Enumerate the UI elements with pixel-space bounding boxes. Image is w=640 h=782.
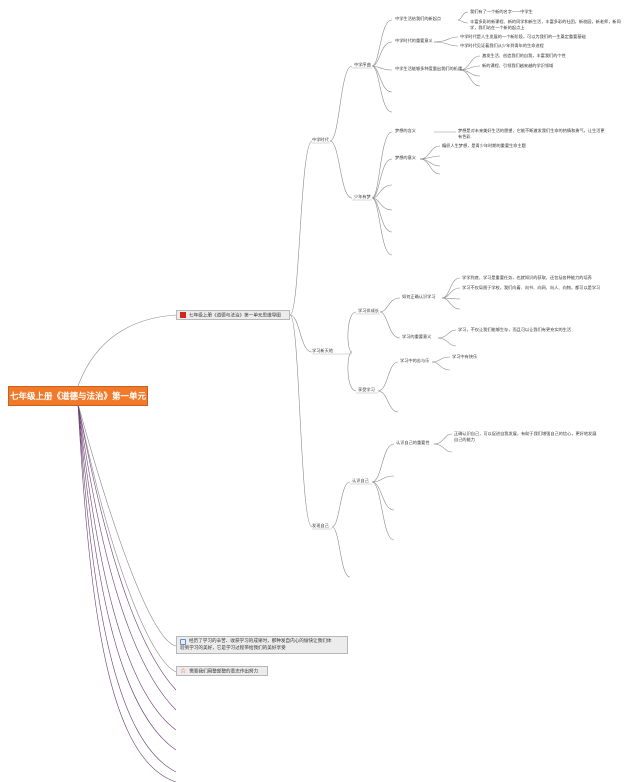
leaf-node[interactable]: 学习，不仅让我们能够生存，而且可以让我们有更充实的生活 <box>458 327 572 332</box>
l2-node[interactable]: 学习伴成长 <box>358 308 379 313</box>
l3-node[interactable]: 中学生活给我们的新起点 <box>395 16 442 21</box>
star-icon: ☆ <box>180 667 187 675</box>
l3-node[interactable]: 梦想的意义 <box>395 155 416 160</box>
leaf-node[interactable]: 学学到底、学习是重要任务，也就知识的获取，还包括各种能力的培养 <box>462 275 592 280</box>
leaf-node[interactable]: 我们有了一个新的名字——中学生 <box>470 9 533 14</box>
note-icon <box>180 639 186 645</box>
leaf-node[interactable]: 学习不仅局限于学校，我们向着、向书、向网、向人、向物，都可以是学习 <box>462 285 601 290</box>
main-branch-label: 七年级上册《道德与法治》第一单元思维导图 <box>189 313 281 319</box>
l2-node[interactable]: 认识自己 <box>352 478 369 483</box>
l3-node[interactable]: 梦想的含义 <box>395 128 416 133</box>
note-label: 需要我们用整部整的意志作出努力 <box>189 669 259 675</box>
lower-connectors <box>77 403 177 782</box>
note-line: 经历了学习的辛苦、收获学习的成果时，那种发自内心的愉快让我们体 <box>189 639 332 644</box>
note-box-b[interactable]: ☆需要我们用整部整的意志作出努力 <box>176 666 268 676</box>
l2-node[interactable]: 享受学习 <box>358 387 375 392</box>
node-underlines <box>312 67 380 530</box>
l3-node[interactable]: 认识自己的重要性 <box>396 440 430 445</box>
leaf-node[interactable]: 学习中有快乐 <box>452 354 478 359</box>
root-connectors <box>77 11 481 673</box>
flag-icon <box>180 312 186 318</box>
l3-node[interactable]: 学习的重要意义 <box>402 334 432 339</box>
leaf-node[interactable]: 学，我们站在一个新的起点上 <box>470 25 525 30</box>
leaf-node[interactable]: 丰富多彩的新课程、新的同学和新生活，丰富多彩的社团，新校园，新老师，新同 <box>470 19 621 24</box>
l3-node[interactable]: 学习中的苦与乐 <box>400 358 430 363</box>
leaf-node[interactable]: 中学时代是人生发展的一个新阶段，可以为我们的一生奠定重要基础 <box>460 34 586 39</box>
leaf-node[interactable]: 正确认识自己，可以促进自我发展，有助于我们增强自己的信心，更好地发展 <box>454 431 597 436</box>
leaf-node[interactable]: 新的课程、引领我们越来越的学识领域 <box>482 63 554 68</box>
leaf-node[interactable]: 编织人生梦想，是青少年时期的重要生命主题 <box>442 143 526 148</box>
leaf-node[interactable]: 激发生活、创造我们的自我，丰富我们的个性 <box>482 53 566 58</box>
l3-node[interactable]: 中学生活能够多种度量出我们的机遇 <box>395 66 463 71</box>
leaf-node[interactable]: 有色彩 <box>458 134 471 139</box>
l3-node[interactable]: 如何正确认识学习 <box>402 294 436 299</box>
note-box-a[interactable]: 经历了学习的辛苦、收获学习的成果时，那种发自内心的愉快让我们体 验到学习的美好，… <box>176 636 348 654</box>
note-line: 验到学习的美好，它是学习过程带给我们的美好享受 <box>180 646 286 651</box>
l2-node[interactable]: 少年有梦 <box>354 194 371 199</box>
leaf-node[interactable]: 梦想是对未来美好生活的愿望，它能不断激发我们生命的热情和勇气，让生活更 <box>458 128 605 133</box>
main-branch-node[interactable]: 七年级上册《道德与法治》第一单元思维导图 <box>176 310 290 320</box>
root-topic[interactable]: 七年级上册《道德与法治》第一单元 <box>8 386 148 406</box>
l1-node[interactable]: 中学时代 <box>312 137 329 142</box>
l1-node[interactable]: 发现自己 <box>312 523 329 528</box>
l1-node[interactable]: 学习新天地 <box>312 348 333 353</box>
l3-node[interactable]: 中学时代的重要意义 <box>395 38 433 43</box>
l2-node[interactable]: 中学序曲 <box>354 62 371 67</box>
leaf-node[interactable]: 中学时代见证着我们从少年到青年的生命进程 <box>460 43 544 48</box>
leaf-node[interactable]: 自己的能力 <box>454 437 475 442</box>
